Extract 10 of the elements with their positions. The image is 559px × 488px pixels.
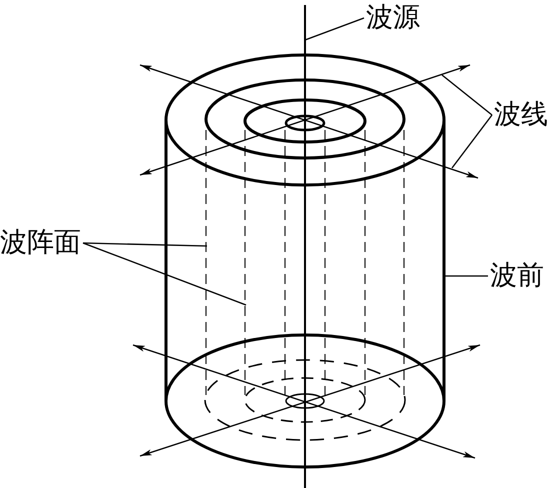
leader-line: [82, 242, 208, 247]
label-text: 波前: [490, 261, 544, 291]
leader-line: [445, 275, 488, 277]
label-text: 波线: [494, 100, 548, 130]
label-text: 波源: [366, 3, 420, 33]
leader-line: [82, 242, 246, 306]
leader-line: [304, 17, 364, 41]
label-text: 波阵面: [0, 228, 81, 258]
leader-line: [451, 114, 493, 168]
leader-line: [442, 74, 492, 116]
